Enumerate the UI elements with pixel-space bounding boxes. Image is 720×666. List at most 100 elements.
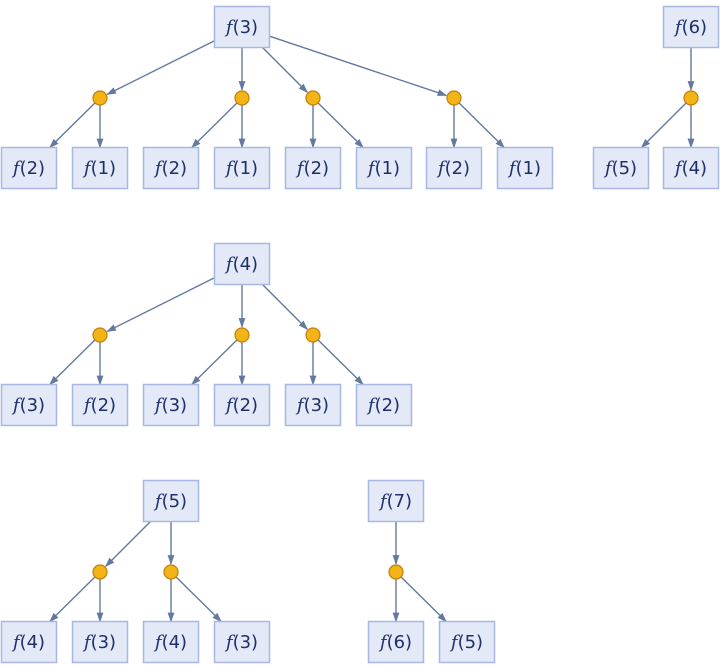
function-argument: (1) bbox=[91, 158, 117, 179]
function-argument: (4) bbox=[20, 632, 46, 653]
node-label: f(1) bbox=[507, 158, 541, 179]
edge-arrow bbox=[400, 576, 447, 623]
junction-dot bbox=[388, 564, 404, 580]
node-label: f(7) bbox=[378, 491, 412, 512]
function-argument: (3) bbox=[162, 395, 188, 416]
node-label: f(5) bbox=[153, 491, 187, 512]
node-box bbox=[0, 383, 58, 427]
node-box bbox=[213, 146, 271, 190]
function-argument: (1) bbox=[516, 158, 542, 179]
node-box bbox=[213, 620, 271, 664]
junction-dot bbox=[446, 90, 462, 106]
function-argument: (4) bbox=[233, 254, 259, 275]
node-box bbox=[213, 5, 271, 49]
edge-arrow bbox=[49, 576, 96, 623]
edge-arrow bbox=[458, 102, 505, 149]
node-box bbox=[284, 146, 342, 190]
node-label: f(2) bbox=[82, 395, 116, 416]
node-box bbox=[142, 620, 200, 664]
node-box bbox=[71, 146, 129, 190]
node-label: f(5) bbox=[449, 632, 483, 653]
tree-child-node: f(2) bbox=[0, 146, 58, 190]
node-box bbox=[213, 242, 271, 286]
node-label: f(2) bbox=[224, 395, 258, 416]
node-label: f(1) bbox=[82, 158, 116, 179]
edge-arrow bbox=[269, 35, 448, 97]
node-label: f(4) bbox=[673, 158, 707, 179]
node-label: f(3) bbox=[295, 395, 329, 416]
function-argument: (2) bbox=[304, 158, 330, 179]
node-label: f(2) bbox=[153, 158, 187, 179]
tree-root-node: f(3) bbox=[213, 5, 271, 49]
tree-child-node: f(2) bbox=[142, 146, 200, 190]
junction-dot bbox=[234, 327, 250, 343]
node-box bbox=[662, 5, 720, 49]
node-label: f(2) bbox=[436, 158, 470, 179]
function-argument: (3) bbox=[91, 632, 117, 653]
function-argument: (2) bbox=[20, 158, 46, 179]
tree-child-node: f(1) bbox=[355, 146, 413, 190]
function-argument: (2) bbox=[91, 395, 117, 416]
node-label: f(3) bbox=[153, 395, 187, 416]
junction-dot bbox=[305, 90, 321, 106]
function-argument: (2) bbox=[375, 395, 401, 416]
node-label: f(2) bbox=[295, 158, 329, 179]
node-box bbox=[592, 146, 650, 190]
junction-dot bbox=[305, 327, 321, 343]
node-box bbox=[367, 479, 425, 523]
junction-dot bbox=[92, 564, 108, 580]
node-label: f(1) bbox=[224, 158, 258, 179]
edge-arrow bbox=[175, 576, 222, 623]
node-label: f(2) bbox=[11, 158, 45, 179]
junction-dot bbox=[683, 90, 699, 106]
junction-dot bbox=[163, 564, 179, 580]
function-argument: (6) bbox=[682, 17, 708, 38]
function-argument: (1) bbox=[375, 158, 401, 179]
tree-child-node: f(3) bbox=[142, 383, 200, 427]
function-argument: (3) bbox=[233, 17, 259, 38]
node-label: f(6) bbox=[673, 17, 707, 38]
function-argument: (6) bbox=[387, 632, 413, 653]
node-box bbox=[71, 620, 129, 664]
edge-arrow bbox=[262, 47, 309, 94]
function-argument: (3) bbox=[304, 395, 330, 416]
node-box bbox=[355, 383, 413, 427]
tree-child-node: f(5) bbox=[592, 146, 650, 190]
tree-child-node: f(2) bbox=[284, 146, 342, 190]
node-label: f(4) bbox=[224, 254, 258, 275]
function-argument: (5) bbox=[612, 158, 638, 179]
tree-child-node: f(4) bbox=[0, 620, 58, 664]
tree-root-node: f(6) bbox=[662, 5, 720, 49]
function-argument: (5) bbox=[162, 491, 188, 512]
edge-arrow bbox=[191, 102, 238, 149]
node-box bbox=[496, 146, 554, 190]
tree-child-node: f(1) bbox=[496, 146, 554, 190]
function-argument: (2) bbox=[233, 395, 259, 416]
tree-child-node: f(6) bbox=[367, 620, 425, 664]
node-box bbox=[142, 479, 200, 523]
edge-arrow bbox=[106, 277, 215, 333]
node-label: f(3) bbox=[82, 632, 116, 653]
tree-child-node: f(2) bbox=[213, 383, 271, 427]
node-box bbox=[142, 146, 200, 190]
node-box bbox=[438, 620, 496, 664]
edge-arrow bbox=[49, 102, 96, 149]
tree-root-node: f(4) bbox=[213, 242, 271, 286]
function-argument: (1) bbox=[233, 158, 259, 179]
function-argument: (2) bbox=[162, 158, 188, 179]
function-argument: (3) bbox=[20, 395, 46, 416]
tree-child-node: f(2) bbox=[355, 383, 413, 427]
node-label: f(5) bbox=[603, 158, 637, 179]
function-argument: (3) bbox=[233, 632, 259, 653]
node-box bbox=[0, 620, 58, 664]
tree-child-node: f(1) bbox=[71, 146, 129, 190]
tree-child-node: f(3) bbox=[71, 620, 129, 664]
node-label: f(4) bbox=[153, 632, 187, 653]
edge-arrow bbox=[262, 284, 309, 331]
node-box bbox=[213, 383, 271, 427]
edge-arrow bbox=[640, 102, 687, 149]
tree-child-node: f(3) bbox=[284, 383, 342, 427]
tree-child-node: f(3) bbox=[213, 620, 271, 664]
tree-root-node: f(5) bbox=[142, 479, 200, 523]
